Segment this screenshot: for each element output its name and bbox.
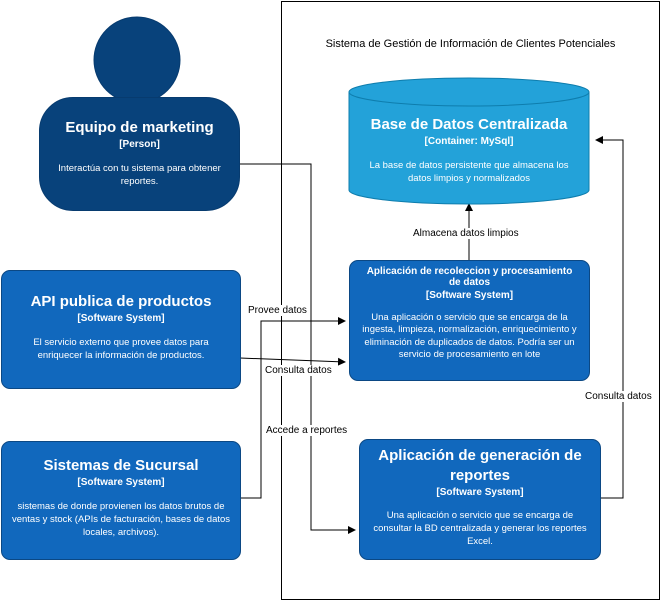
api-stereotype: [Software System]: [77, 313, 165, 324]
database-centralizada[interactable]: Base de Datos Centralizada [Container: M…: [349, 106, 589, 202]
branches-name: Sistemas de Sucursal: [43, 457, 199, 474]
person-name: Equipo de marketing: [65, 119, 214, 136]
system-boundary: [281, 1, 660, 600]
edge-consulta-api-label: Consulta datos: [265, 365, 332, 376]
branches-stereotype: [Software System]: [77, 477, 165, 488]
reports-description: Una aplicación o servicio que se encarga…: [373, 510, 587, 547]
api-description: El servicio externo que provee datos par…: [33, 337, 209, 361]
edge-provee-label: Provee datos: [248, 305, 307, 316]
database-description: La base de datos persistente que almacen…: [369, 160, 569, 184]
edge-consulta-db-line: [595, 136, 624, 499]
branches-description: sistemas de donde provienen los datos br…: [11, 501, 231, 538]
edge-almacena-label: Almacena datos limpios: [413, 228, 519, 239]
person-marketing[interactable]: Equipo de marketing [Person] Interactúa …: [39, 97, 240, 211]
system-api-productos[interactable]: API publica de productos [Software Syste…: [1, 270, 241, 389]
processing-name: Aplicación de recoleccion y procesamient…: [366, 266, 573, 288]
reports-name: Aplicación de generación de reportes: [378, 447, 582, 484]
edge-consulta-api-line: [239, 357, 346, 366]
database-name: Base de Datos Centralizada: [370, 116, 568, 133]
edge-accede-line: [240, 163, 356, 534]
system-reportes[interactable]: Aplicación de generación de reportes [So…: [359, 439, 601, 560]
edge-provee-line: [240, 317, 346, 499]
edge-accede-label: Accede a reportes: [266, 425, 348, 436]
person-description: Interactúa con tu sistema para obtener r…: [58, 163, 221, 187]
person-head: [93, 16, 181, 104]
processing-stereotype: [Software System]: [425, 290, 514, 301]
processing-description: Una aplicación o servicio que se encarga…: [362, 312, 577, 361]
edge-consulta-db-label: Consulta datos: [585, 391, 652, 402]
database-cylinder: [348, 77, 590, 205]
person-stereotype: [Person]: [119, 139, 160, 150]
api-name: API publica de productos: [30, 293, 212, 310]
system-boundary-title: Sistema de Gestión de Información de Cli…: [325, 38, 616, 50]
system-sucursal[interactable]: Sistemas de Sucursal [Software System] s…: [1, 441, 241, 560]
system-procesamiento[interactable]: Aplicación de recoleccion y procesamient…: [349, 260, 590, 381]
database-stereotype: [Container: MySql]: [424, 136, 514, 147]
reports-stereotype: [Software System]: [436, 487, 524, 498]
